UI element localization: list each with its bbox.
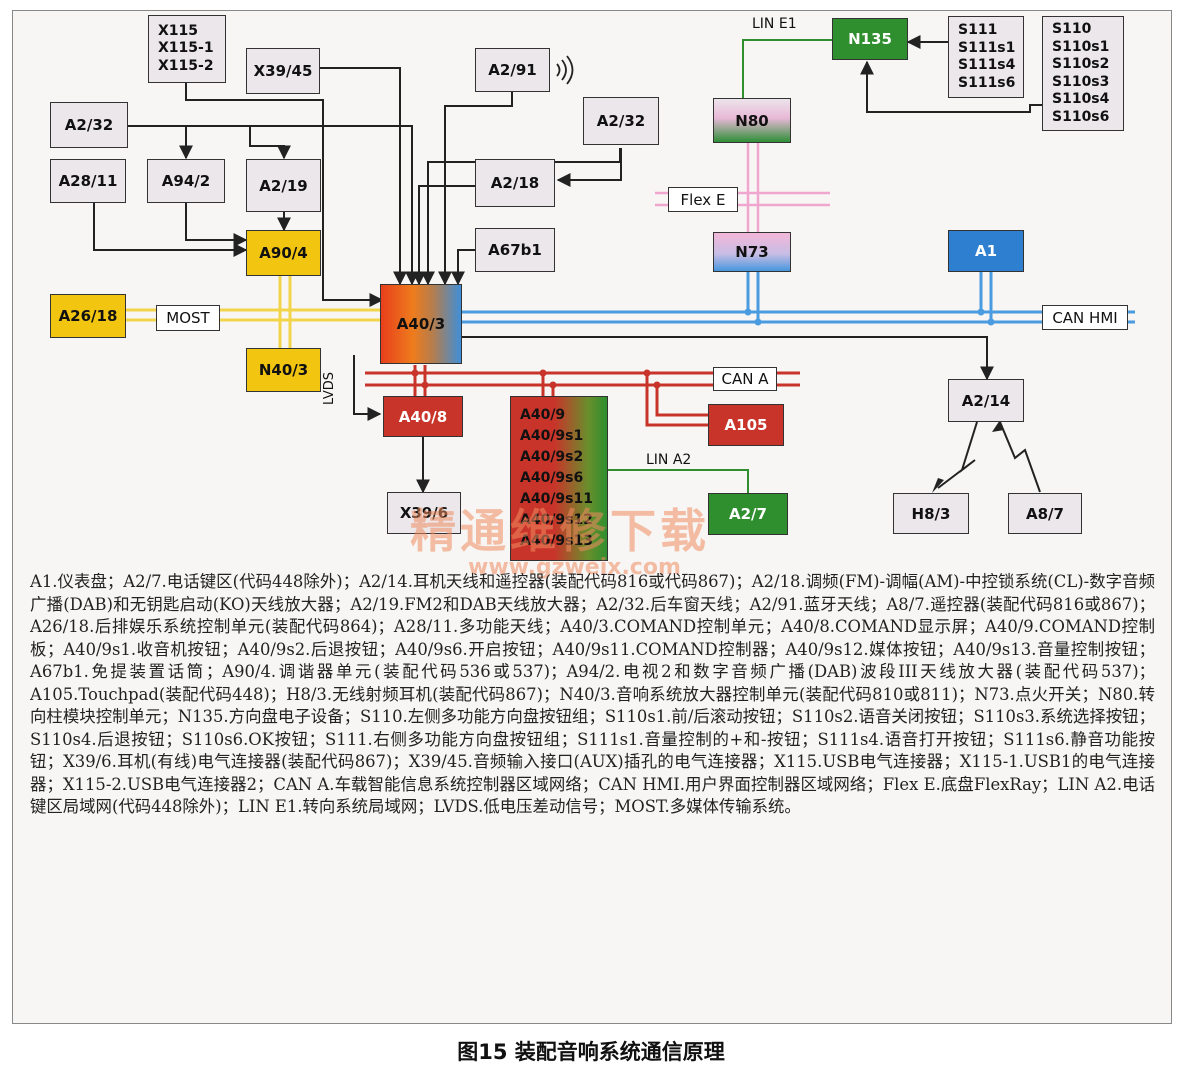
signal-arrows xyxy=(93,35,1042,494)
a904-tuner-unit: A90/4 xyxy=(246,230,321,276)
lin-a2-label: LIN A2 xyxy=(646,452,692,468)
x115-connector: X115 X115-1 X115-2 xyxy=(148,15,226,83)
a942-antenna-amplifier: A94/2 xyxy=(147,159,225,203)
lin-e1-label: LIN E1 xyxy=(752,16,797,32)
legend-text: A1.仪表盘；A2/7.电话键区(代码448除外)；A2/14.耳机天线和遥控器… xyxy=(30,572,1155,816)
s111s1-label: S111s1 xyxy=(958,39,1016,56)
s110-left-button-group: S110 S110s1 S110s2 S110s3 S110s4 S110s6 xyxy=(1042,16,1124,131)
a27-phone-keypad: A2/7 xyxy=(708,493,788,535)
s111s4-label: S111s4 xyxy=(958,57,1016,73)
most-bus-label: MOST xyxy=(156,305,220,331)
can-a-bus-label: CAN A xyxy=(713,367,777,391)
figure-caption: 图15 装配音响系统通信原理 xyxy=(457,1040,725,1064)
flex-e-bus-label: Flex E xyxy=(668,187,738,212)
s111-label: S111 xyxy=(958,22,998,38)
lvds-label: LVDS xyxy=(322,372,337,405)
can-hmi-joints xyxy=(744,308,995,326)
a87-remote-control: A8/7 xyxy=(1008,493,1082,534)
a232-rear-window-antenna: A2/32 xyxy=(50,102,128,148)
a291-bluetooth-antenna: A2/91 xyxy=(475,48,550,92)
lin-a2-bus xyxy=(608,469,749,493)
a409-label: A40/9 xyxy=(520,407,566,423)
lin-e1-bus xyxy=(742,39,832,98)
h83-wireless-headphones: H8/3 xyxy=(893,493,969,534)
a219-antenna-amplifier: A2/19 xyxy=(246,159,321,212)
x396-headphone-connector: X39/6 xyxy=(387,492,461,534)
a408-comand-display: A40/8 xyxy=(383,396,463,437)
n80-steering-column-module: N80 xyxy=(713,98,791,143)
a214-headphone-antenna: A2/14 xyxy=(948,379,1024,422)
a409s13-label: A40/9s13 xyxy=(520,533,593,549)
n135-steering-wheel-electronics: N135 xyxy=(832,18,908,60)
s111-right-button-group: S111 S111s1 S111s4 S111s6 xyxy=(948,16,1024,98)
s110s6-label: S110s6 xyxy=(1052,108,1110,125)
can-hmi-bus xyxy=(462,272,1135,324)
a409-comand-control-panel: A40/9 A40/9s1 A40/9s2 A40/9s6 A40/9s11 A… xyxy=(510,396,608,561)
s110s3-label: S110s3 xyxy=(1052,73,1110,90)
a409s1-label: A40/9s1 xyxy=(520,428,584,444)
can-a-joints xyxy=(411,369,661,389)
a2811-multifunction-antenna: A28/11 xyxy=(50,159,126,203)
s110s1-label: S110s1 xyxy=(1052,38,1110,55)
bluetooth-waves-icon xyxy=(556,55,574,85)
a67b1-microphone: A67b1 xyxy=(475,228,555,272)
a1-instrument-cluster: A1 xyxy=(948,230,1024,272)
x3945-connector: X39/45 xyxy=(246,48,320,94)
n403-amplifier-control-unit: N40/3 xyxy=(246,348,321,392)
can-hmi-bus-label: CAN HMI xyxy=(1042,305,1128,330)
a218-antenna-amplifier: A2/18 xyxy=(475,159,555,207)
a409s11-label: A40/9s11 xyxy=(520,491,593,507)
wireless-links xyxy=(937,421,1041,493)
x115-1-label: X115-1 xyxy=(158,40,214,57)
a105-touchpad: A105 xyxy=(708,404,784,446)
s110-label: S110 xyxy=(1052,21,1092,37)
a409s6-label: A40/9s6 xyxy=(520,470,584,486)
s110s2-label: S110s2 xyxy=(1052,56,1110,72)
a232-rear-window-antenna-right: A2/32 xyxy=(583,97,659,145)
s110s4-label: S110s4 xyxy=(1052,91,1110,107)
a409s12-label: A40/9s12 xyxy=(520,512,593,528)
a403-comand-control-unit: A40/3 xyxy=(380,284,462,364)
x115-label: X115 xyxy=(158,22,199,39)
x115-2-label: X115-2 xyxy=(158,57,214,74)
s111s6-label: S111s6 xyxy=(958,74,1016,91)
connection-lines xyxy=(93,35,1135,494)
n73-ignition-switch: N73 xyxy=(713,232,791,272)
a409s2-label: A40/9s2 xyxy=(520,449,584,465)
a2618-rear-entertainment-unit: A26/18 xyxy=(50,294,126,338)
